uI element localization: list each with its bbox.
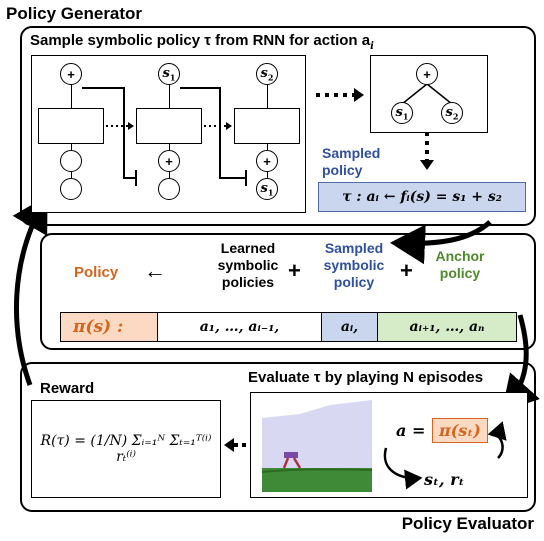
anchor-policy-label: Anchor policy: [435, 248, 485, 281]
walker-icon: [284, 452, 298, 458]
generator-caption: Sample symbolic policy τ from RNN for ac…: [30, 32, 374, 52]
rnn-bottom-node-empty: [158, 178, 180, 200]
rnn-bottom-node-empty: [60, 150, 82, 172]
policy-generator-panel: [20, 26, 536, 226]
rnn-edge: [71, 144, 72, 150]
rnn-cell-1: [38, 108, 104, 144]
rnn-edge: [169, 85, 170, 108]
reward-box: [31, 400, 221, 498]
rnn-top-node-s2: s2: [256, 63, 278, 85]
rnn-bottom-node-plus: +: [256, 150, 278, 172]
reward-formula: R(τ) = (1/N) Σᵢ₌₁ᴺ Σₜ₌₁ᵀ⁽ⁱ⁾ rₜ⁽ⁱ⁾: [40, 433, 212, 465]
action-policy: π(sₜ): [432, 418, 488, 443]
evaluate-caption: Evaluate τ by playing N episodes: [248, 369, 484, 386]
policy-combiner-panel: [40, 233, 536, 350]
rnn-top-node-s1: s1: [158, 63, 180, 85]
sampled-policy-label: Sampled policy: [322, 145, 381, 178]
state-reward: sₜ, rₜ: [424, 470, 465, 489]
learned-policies-label: Learned symbolic policies: [217, 240, 279, 290]
tree-leaf-s1: s1: [391, 102, 413, 124]
rnn-cell-2: [136, 108, 202, 144]
left-arrow-icon: ←: [144, 258, 166, 283]
policy-label: Policy: [74, 264, 119, 281]
rnn-edge: [267, 144, 268, 150]
reward-title: Reward: [40, 380, 95, 397]
rnn-bottom-node-s1: s1: [256, 178, 278, 200]
policy-evaluator-panel: [20, 362, 536, 512]
rnn-cell-3: [234, 108, 300, 144]
generator-to-combiner-arrow: [390, 220, 492, 265]
rnn-bottom-node-empty: [60, 178, 82, 200]
action-label: a =: [396, 421, 426, 440]
tree-leaf-s2: s2: [441, 102, 463, 124]
tree-root-plus: +: [416, 63, 438, 85]
rnn-top-node-plus: +: [60, 63, 82, 85]
rnn-edge: [169, 172, 170, 178]
rnn-edge: [169, 144, 170, 150]
plus-sign: +: [400, 258, 413, 283]
rnn-edge: [267, 172, 268, 178]
sampled-symbolic-policy-label: Sampled symbolic policy: [323, 240, 385, 290]
rnn-edge: [267, 85, 268, 108]
segment-sampled: aᵢ,: [321, 312, 378, 342]
segment-anchor: aᵢ₊₁, …, aₙ: [377, 312, 517, 342]
sampled-policy-formula: τ : aᵢ ← fᵢ(s) = s₁ + s₂: [318, 182, 526, 212]
generator-title: Policy Generator: [6, 4, 143, 23]
rnn-edge: [71, 172, 72, 178]
rnn-edge: [71, 85, 72, 108]
segment-learned: a₁, …, aᵢ₋₁,: [157, 312, 322, 342]
rnn-bottom-node-plus: +: [158, 150, 180, 172]
evaluator-title: Policy Evaluator: [401, 514, 534, 533]
plus-sign: +: [288, 258, 301, 283]
